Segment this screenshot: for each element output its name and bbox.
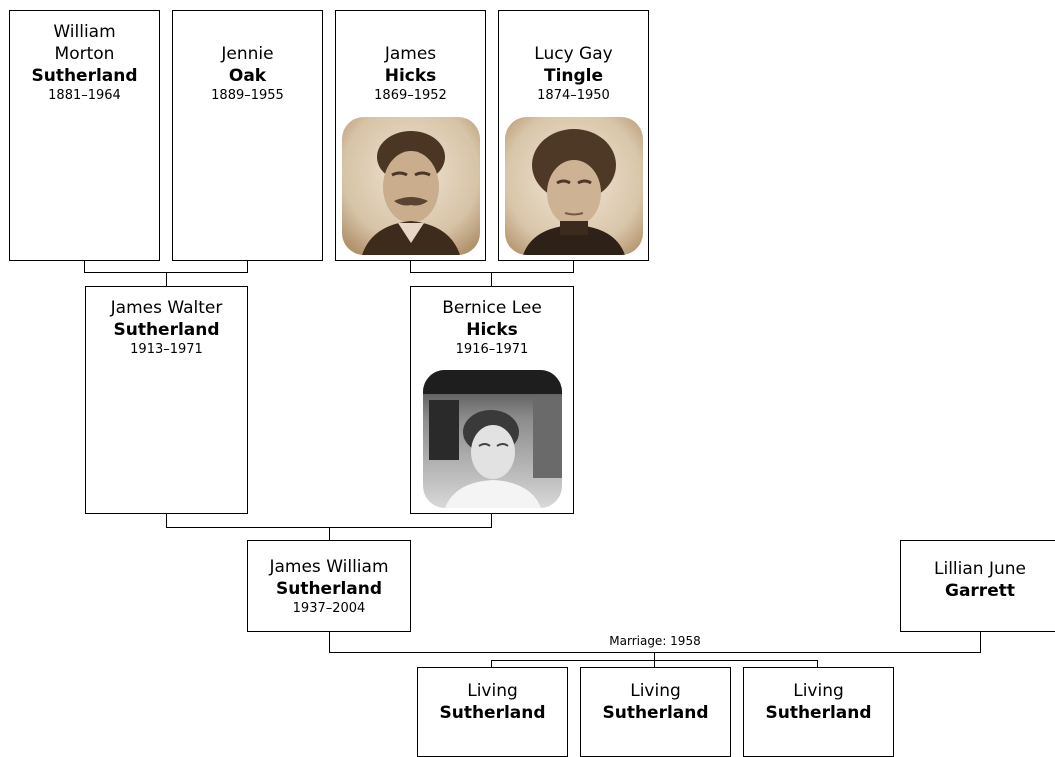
person-box-william-sutherland[interactable]: William Morton Sutherland 1881–1964 bbox=[9, 10, 160, 261]
surname: Sutherland bbox=[113, 320, 220, 340]
person-box-james-walter-sutherland[interactable]: James Walter Sutherland 1913–1971 bbox=[85, 286, 248, 514]
life-years: 1937–2004 bbox=[292, 601, 366, 616]
given-name: Living bbox=[793, 681, 844, 701]
given-name: Jennie bbox=[221, 44, 274, 64]
surname: Tingle bbox=[543, 66, 604, 86]
given-name: Living bbox=[630, 681, 681, 701]
marriage-label: Marriage: 1958 bbox=[609, 634, 701, 648]
life-years: 1916–1971 bbox=[455, 342, 529, 357]
given-name: James bbox=[384, 44, 437, 64]
given-name: Bernice Lee bbox=[442, 298, 542, 318]
person-box-lillian-garrett[interactable]: Lillian June Garrett bbox=[900, 540, 1055, 632]
surname: Sutherland bbox=[765, 703, 872, 723]
person-box-jennie-oak[interactable]: Jennie Oak 1889–1955 bbox=[172, 10, 323, 261]
life-years: 1913–1971 bbox=[130, 342, 203, 357]
life-years: 1889–1955 bbox=[211, 88, 284, 103]
life-years: 1869–1952 bbox=[374, 88, 447, 103]
person-box-child-1[interactable]: Living Sutherland bbox=[417, 667, 568, 757]
person-box-child-2[interactable]: Living Sutherland bbox=[580, 667, 731, 757]
life-years: 1874–1950 bbox=[537, 88, 610, 103]
surname: Sutherland bbox=[31, 66, 138, 86]
portrait-photo-bernice-hicks[interactable] bbox=[423, 370, 562, 508]
person-box-james-william-sutherland[interactable]: James William Sutherland 1937–2004 bbox=[247, 540, 411, 632]
surname: Hicks bbox=[384, 66, 437, 86]
surname: Oak bbox=[228, 66, 267, 86]
surname: Sutherland bbox=[275, 579, 383, 599]
surname: Sutherland bbox=[439, 703, 546, 723]
given-name-2: Morton bbox=[54, 44, 115, 64]
portrait-photo-james-hicks[interactable] bbox=[342, 117, 480, 255]
given-name: Lillian June bbox=[934, 559, 1026, 579]
given-name: William bbox=[53, 22, 116, 42]
given-name: James William bbox=[269, 557, 389, 577]
given-name: James Walter bbox=[110, 298, 223, 318]
given-name: Living bbox=[467, 681, 518, 701]
life-years: 1881–1964 bbox=[48, 88, 121, 103]
surname: Garrett bbox=[945, 581, 1015, 601]
person-box-child-3[interactable]: Living Sutherland bbox=[743, 667, 894, 757]
portrait-photo-lucy-tingle[interactable] bbox=[505, 117, 643, 255]
surname: Hicks bbox=[466, 320, 518, 340]
given-name: Lucy Gay bbox=[534, 44, 613, 64]
surname: Sutherland bbox=[602, 703, 709, 723]
